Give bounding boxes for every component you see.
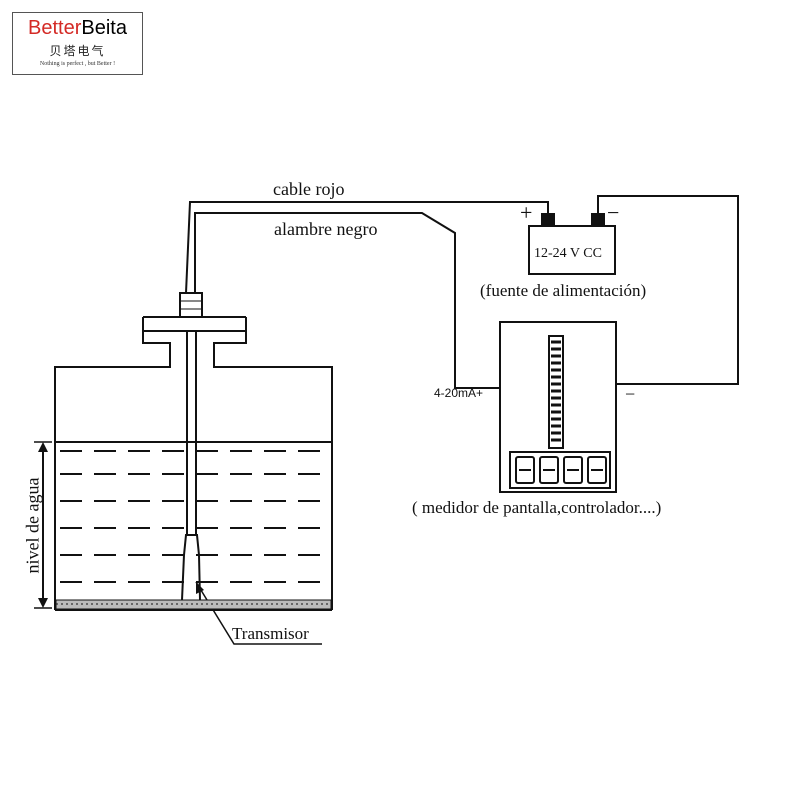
level-arrow-up	[38, 442, 48, 452]
bargraph-segments	[551, 340, 561, 442]
power-supply-box	[528, 225, 616, 275]
brand-chinese-name: 贝塔电气	[49, 44, 106, 58]
brand-name: BetterBeita	[13, 17, 142, 39]
meter-digital-display	[509, 451, 611, 489]
red-cable-wire	[185, 201, 549, 294]
display-digit-1	[515, 456, 535, 484]
transmitter-probe	[180, 534, 202, 605]
water-level-dashes	[60, 450, 330, 583]
brand-name-part1: Better	[28, 17, 82, 39]
display-digit-2	[539, 456, 559, 484]
display-digit-4	[587, 456, 607, 484]
power-supply-positive-terminal	[541, 213, 555, 227]
tank-body	[54, 330, 333, 610]
level-arrow-down	[38, 598, 48, 608]
transmitter-label: Transmisor	[232, 624, 309, 643]
brand-tagline: Nothing is perfect , but Better !	[39, 61, 116, 67]
power-supply-voltage-label: 12-24 V CC	[534, 246, 602, 261]
meter-caption: ( medidor de pantalla,controlador....)	[412, 498, 662, 517]
power-supply-negative-symbol: −	[607, 200, 620, 225]
meter-negative-symbol: −	[625, 384, 636, 404]
meter-bargraph	[548, 335, 564, 449]
current-terminal-label: 4-20mA+	[434, 386, 484, 400]
display-digit-3	[563, 456, 583, 484]
brand-name-part2: Beita	[81, 17, 127, 39]
power-supply-caption: (fuente de alimentación)	[480, 281, 647, 300]
transmitter-leader-arrow	[196, 582, 204, 594]
cable-gland	[179, 292, 203, 318]
red-cable-label: cable rojo	[273, 179, 345, 199]
power-supply-negative-terminal	[591, 213, 605, 227]
water-level-label: nivel de agua	[22, 477, 43, 574]
brand-logo: BetterBeita 贝塔电气 Nothing is perfect , bu…	[12, 12, 143, 75]
power-supply-positive-symbol: +	[520, 200, 533, 225]
black-wire	[194, 212, 500, 389]
black-wire-label: alambre negro	[274, 219, 378, 239]
negative-return-wire	[597, 195, 739, 385]
display-meter-body	[499, 321, 617, 493]
